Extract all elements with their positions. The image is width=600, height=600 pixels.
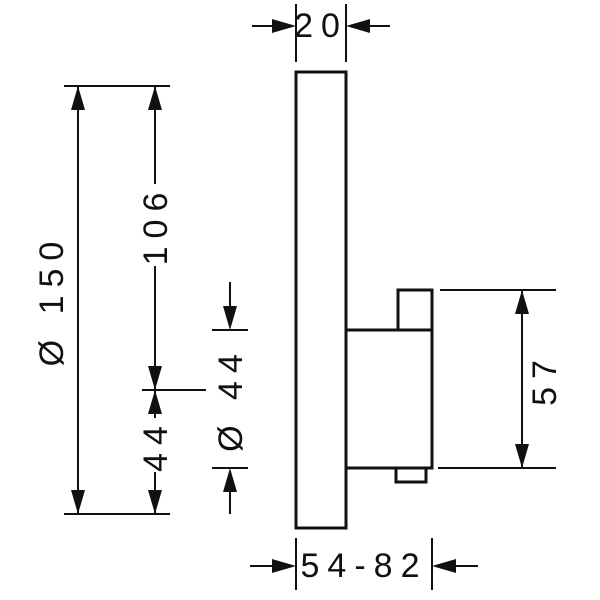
dimension-handle-diameter: Ø 44 <box>212 282 250 514</box>
dimension-57: 57 <box>438 289 564 469</box>
handle-top-block <box>396 288 434 332</box>
arrow-up-icon <box>223 468 237 492</box>
arrow-up-icon <box>515 290 529 314</box>
dim-label-44: 44 <box>137 418 175 472</box>
arrow-down-icon <box>515 444 529 468</box>
dim-label-installation-depth: 54-82 <box>301 547 428 585</box>
handle-body <box>344 328 434 470</box>
handle <box>344 288 434 484</box>
arrow-right-icon <box>272 559 296 573</box>
dimension-44: 44 <box>137 389 206 514</box>
arrow-up-icon <box>148 86 162 110</box>
dimension-plate-diameter: Ø 150 <box>33 85 170 515</box>
dim-label-plate-thickness: 20 <box>294 7 348 45</box>
faceplate-outline <box>294 70 348 530</box>
arrow-down-icon <box>148 366 162 390</box>
dim-label-plate-diameter: Ø 150 <box>33 234 71 367</box>
handle-bottom-tab <box>394 466 428 484</box>
dim-label-106: 106 <box>137 185 175 266</box>
arrow-up-icon <box>148 390 162 414</box>
arrow-left-icon <box>346 19 370 33</box>
arrow-down-icon <box>148 490 162 514</box>
arrow-left-icon <box>432 559 456 573</box>
dimension-106: 106 <box>137 86 175 390</box>
dim-label-handle-diameter: Ø 44 <box>212 346 250 452</box>
dimension-plate-thickness: 20 <box>252 4 390 62</box>
arrow-down-icon <box>223 306 237 330</box>
dim-label-57: 57 <box>526 352 564 406</box>
faceplate <box>294 70 348 530</box>
arrow-right-icon <box>272 19 296 33</box>
arrow-up-icon <box>71 86 85 110</box>
arrow-down-icon <box>71 490 85 514</box>
dimension-installation-depth: 54-82 <box>250 538 478 590</box>
